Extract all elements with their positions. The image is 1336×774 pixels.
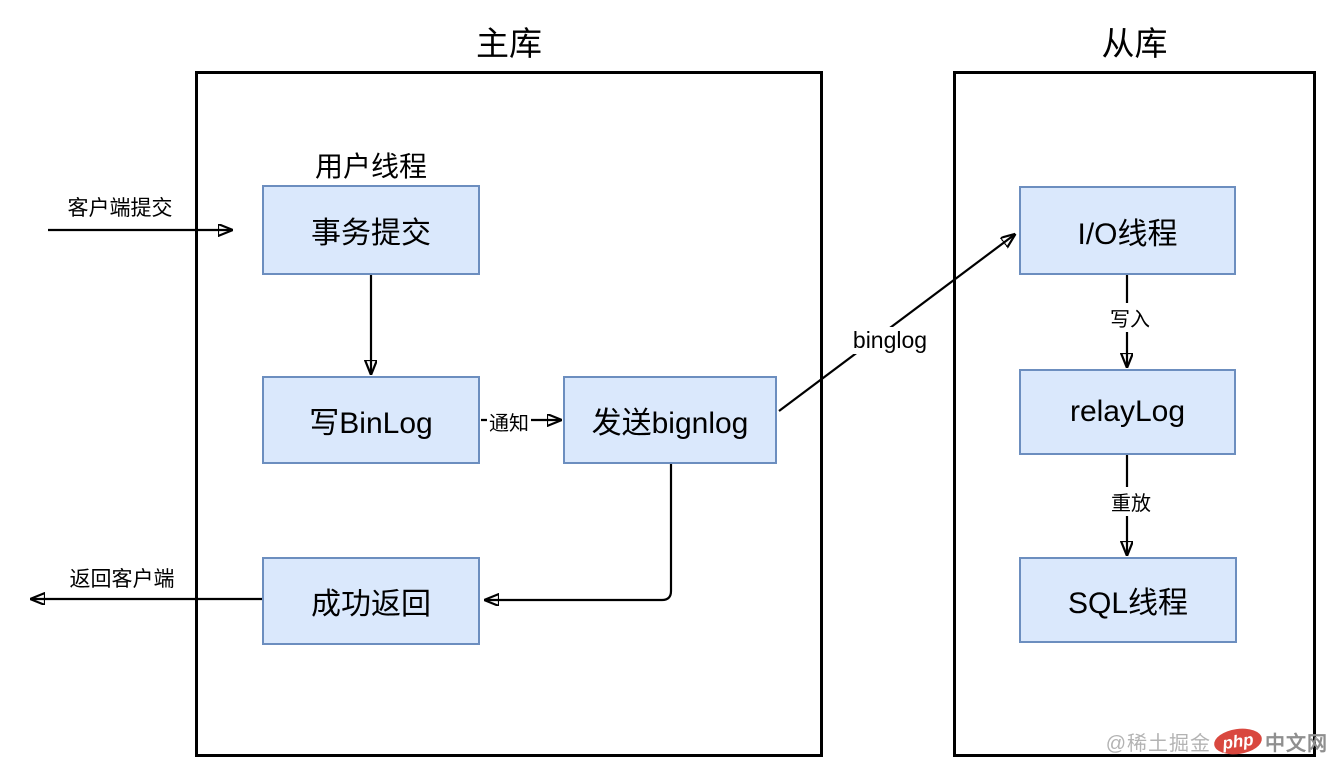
node-sql-thread: SQL线程 [1019,557,1237,643]
edge-label-client-submit: 客户端提交 [67,197,173,220]
edge-label-write-in: 写入 [1105,303,1155,332]
slave-title: 从库 [1101,25,1168,62]
watermark-suffix: 中文网 [1265,733,1328,755]
node-io-thread: I/O线程 [1019,186,1236,275]
node-transaction-commit: 事务提交 [262,185,480,275]
php-badge-icon: php [1212,725,1264,758]
slave-container [953,71,1316,757]
edge-label-replay: 重放 [1106,487,1156,516]
watermark-prefix: @稀土掘金 [1105,733,1211,755]
node-success-return: 成功返回 [262,557,480,645]
node-relay-log: relayLog [1019,369,1236,455]
node-send-binlog: 发送bignlog [563,376,777,464]
master-container [195,71,823,757]
watermark: @稀土掘金 php 中文网 [1105,725,1328,758]
edge-label-return-client: 返回客户端 [69,568,175,591]
edge-label-notify: 通知 [487,407,531,436]
node-write-binlog: 写BinLog [262,376,480,464]
edge-label-binglog: binglog [845,327,935,354]
user-thread-label: 用户线程 [314,151,427,182]
master-title: 主库 [476,25,542,62]
